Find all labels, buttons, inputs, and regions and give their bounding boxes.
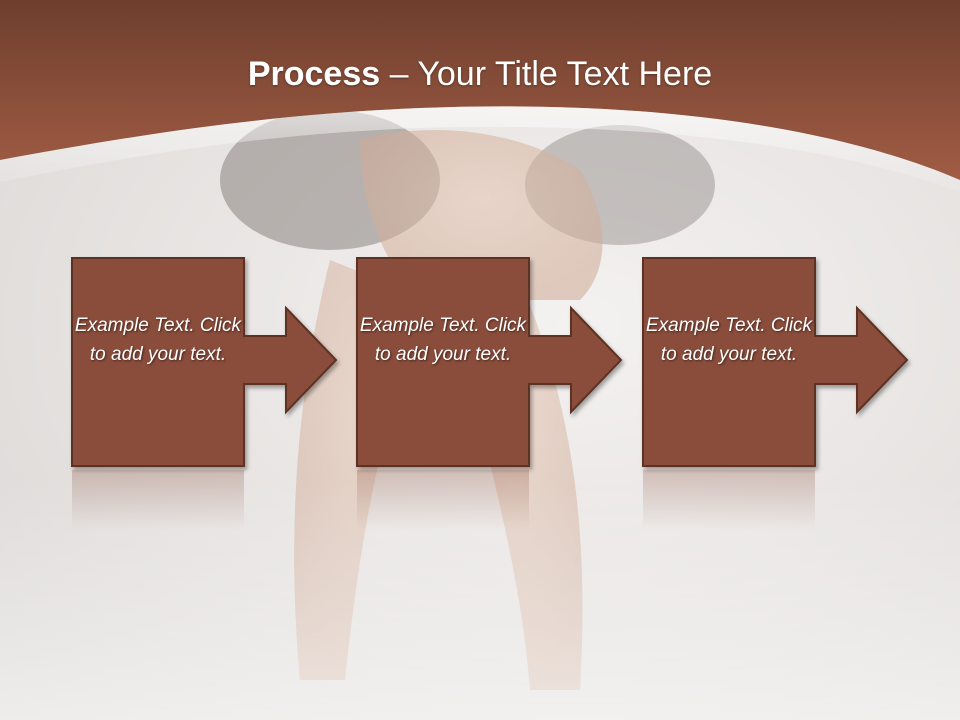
title-bold: Process <box>247 55 381 93</box>
title-rest: – Your Title Text Here <box>380 55 713 93</box>
step-2-shape[interactable] <box>356 257 623 530</box>
header-band <box>0 0 960 192</box>
step-2-text[interactable]: Example Text. Click to add your text. <box>359 315 527 365</box>
slide-title[interactable]: Process – Your Title Text Here <box>0 52 960 96</box>
step-1-shape[interactable] <box>71 257 338 530</box>
step-3-shape[interactable] <box>642 257 909 530</box>
step-3-text[interactable]: Example Text. Click to add your text. <box>645 315 813 365</box>
step-1-text[interactable]: Example Text. Click to add your text. <box>74 315 242 365</box>
